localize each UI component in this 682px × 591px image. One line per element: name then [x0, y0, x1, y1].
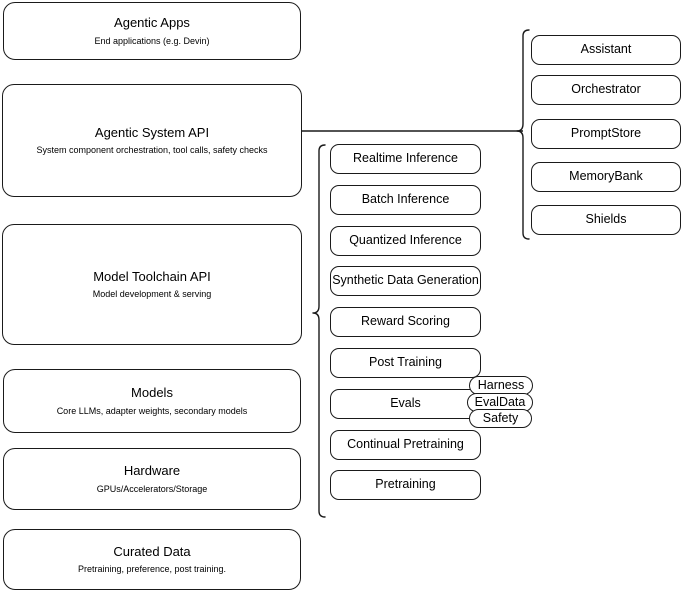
toolchain-item-label: Post Training — [369, 355, 442, 370]
system-item-promptstore[interactable]: PromptStore — [531, 119, 681, 149]
layer-subtitle: Model development & serving — [92, 289, 212, 299]
toolchain-item-quantized-inference[interactable]: Quantized Inference — [330, 226, 481, 256]
layer-agentic-apps[interactable]: Agentic Apps End applications (e.g. Devi… — [3, 2, 301, 60]
system-item-orchestrator[interactable]: Orchestrator — [531, 75, 681, 105]
toolchain-item-label: Reward Scoring — [361, 314, 450, 329]
system-item-label: Assistant — [580, 42, 632, 57]
toolchain-item-synthetic-data-generation[interactable]: Synthetic Data Generation — [330, 266, 481, 296]
toolchain-item-post-training[interactable]: Post Training — [330, 348, 481, 378]
layer-subtitle: System component orchestration, tool cal… — [36, 145, 268, 155]
layer-models[interactable]: Models Core LLMs, adapter weights, secon… — [3, 369, 301, 433]
system-item-label: PromptStore — [570, 126, 642, 141]
layer-subtitle: Pretraining, preference, post training. — [77, 564, 227, 574]
toolchain-item-label: Realtime Inference — [353, 151, 458, 166]
system-item-label: Orchestrator — [571, 82, 641, 97]
layer-title: Curated Data — [113, 543, 191, 559]
evals-badge-label: Harness — [477, 377, 525, 392]
evals-badge-label: Safety — [482, 410, 519, 425]
toolchain-item-label: Continual Pretraining — [347, 437, 464, 452]
layer-subtitle: GPUs/Accelerators/Storage — [96, 483, 208, 494]
layer-title: Models — [131, 385, 173, 401]
toolchain-item-label: Quantized Inference — [349, 233, 462, 248]
layer-title: Agentic Apps — [114, 15, 190, 31]
toolchain-item-label: Evals — [390, 396, 421, 411]
layer-subtitle: Core LLMs, adapter weights, secondary mo… — [56, 405, 248, 416]
toolchain-item-batch-inference[interactable]: Batch Inference — [330, 185, 481, 215]
layer-agentic-system-api[interactable]: Agentic System API System component orch… — [2, 84, 302, 197]
toolchain-item-evals[interactable]: Evals — [330, 389, 481, 419]
evals-badge-safety[interactable]: Safety — [469, 409, 532, 428]
toolchain-item-realtime-inference[interactable]: Realtime Inference — [330, 144, 481, 174]
layer-title: Agentic System API — [94, 124, 210, 140]
layer-subtitle: End applications (e.g. Devin) — [94, 35, 210, 46]
system-item-assistant[interactable]: Assistant — [531, 35, 681, 65]
system-item-memorybank[interactable]: MemoryBank — [531, 162, 681, 192]
toolchain-item-label: Pretraining — [375, 477, 436, 492]
middle-brace-icon — [312, 144, 326, 518]
toolchain-item-label: Batch Inference — [361, 192, 450, 207]
toolchain-item-reward-scoring[interactable]: Reward Scoring — [330, 307, 481, 337]
system-item-label: MemoryBank — [569, 169, 643, 184]
system-item-label: Shields — [585, 212, 627, 227]
layer-model-toolchain-api[interactable]: Model Toolchain API Model development & … — [2, 224, 302, 345]
toolchain-item-continual-pretraining[interactable]: Continual Pretraining — [330, 430, 481, 460]
system-item-shields[interactable]: Shields — [531, 205, 681, 235]
layer-title: Hardware — [123, 463, 181, 479]
right-brace-icon — [516, 29, 530, 240]
toolchain-item-pretraining[interactable]: Pretraining — [330, 470, 481, 500]
layer-hardware[interactable]: Hardware GPUs/Accelerators/Storage — [3, 448, 301, 510]
toolchain-item-label: Synthetic Data Generation — [332, 273, 479, 288]
layer-curated-data[interactable]: Curated Data Pretraining, preference, po… — [3, 529, 301, 590]
evals-badge-label: EvalData — [474, 394, 526, 409]
layer-title: Model Toolchain API — [93, 268, 211, 284]
